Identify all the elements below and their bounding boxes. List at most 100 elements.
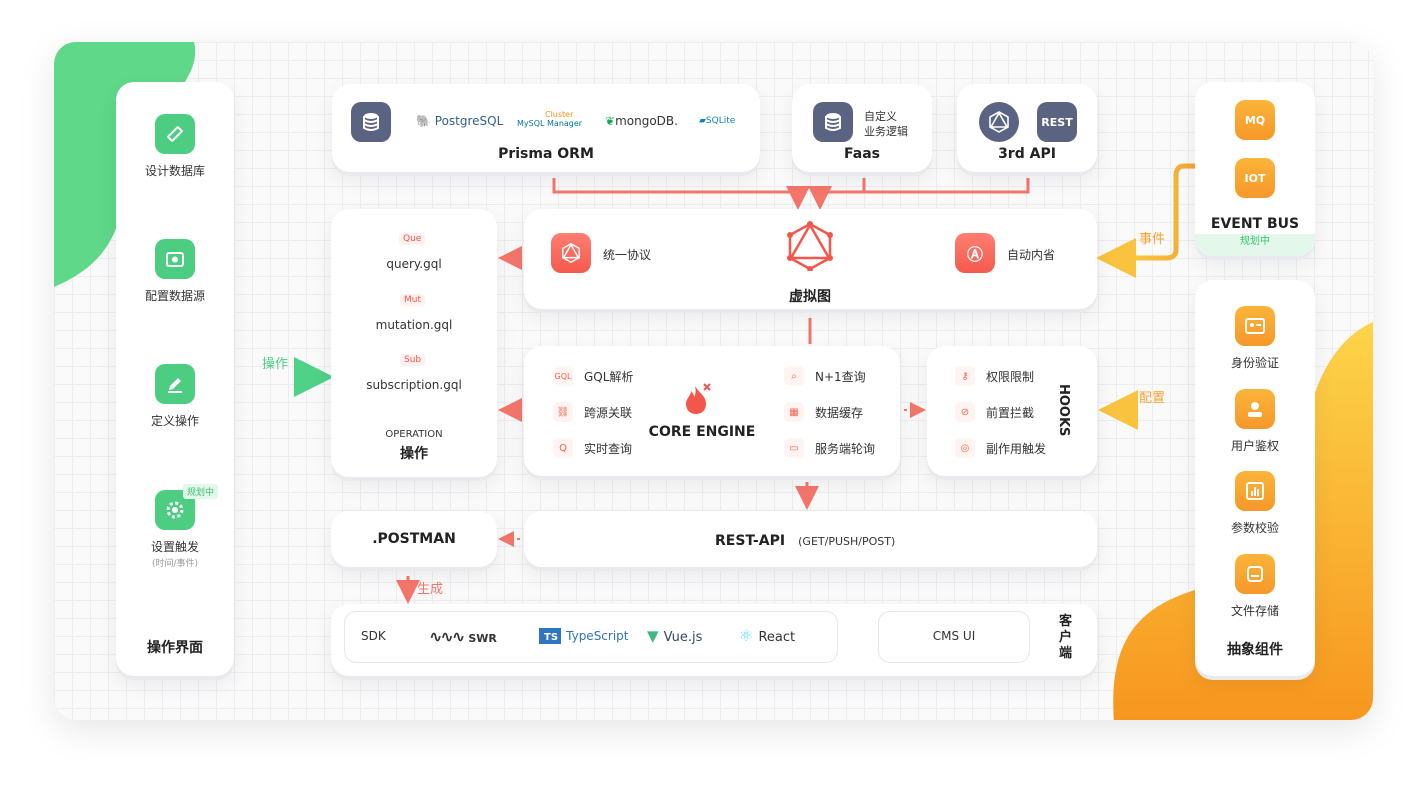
realtime-query-icon: Q [553,438,573,458]
planned-badge: 规划中 [183,484,219,499]
iot-label: IOT [1244,171,1266,185]
edit-icon[interactable] [155,364,195,404]
pre-intercept-label: 前置拦截 [986,406,1035,420]
mq-icon: MQ [1235,100,1275,140]
sqlite-logo: ▰SQLite [699,116,736,126]
third-party-api-card: REST 3rd API [957,84,1097,172]
ruler-pencil-icon[interactable] [155,114,195,154]
rest-api-methods: (GET/PUSH/POST) [798,535,896,548]
abstract-components-title: 抽象组件 [1227,642,1283,658]
prisma-orm-card: 🐘 PostgreSQL Cluster MySQL Manager ❦mong… [332,84,760,172]
graphql-logo-icon [787,221,833,271]
generate-arrow-label: 生成 [417,582,444,597]
user-icon[interactable] [1235,389,1275,429]
swr-logo[interactable]: ∿∿∿ SWR [429,627,497,646]
operation-ui-title: 操作界面 [147,640,203,656]
set-trigger-label: 设置触发 [150,540,199,554]
file-storage-label: 文件存储 [1230,604,1279,618]
param-validation-label: 参数校验 [1230,521,1279,535]
client-card: SDK ∿∿∿ SWR TS TypeScript ▼ Vue.js ⚛ Rea… [331,604,1097,676]
core-engine-card: GQL GQL解析 ⛓ 跨源关联 Q 实时查询 CORE ENGINE ⌕ N+… [524,346,900,476]
permission-limit-label: 权限限制 [986,370,1035,384]
realtime-query-label: 实时查询 [584,442,633,456]
mongodb-label: mongoDB. [615,114,678,128]
event-arrow-label: 事件 [1139,232,1166,247]
architecture-canvas: 操作 事件 配置 生成 设计数据库 配置数据源 定义操作 规划中 设置触发 (时… [54,42,1373,720]
graphql-icon [979,102,1019,142]
link-icon: ⛓ [553,402,573,422]
sdk-pill: SDK ∿∿∿ SWR TS TypeScript ▼ Vue.js ⚛ Rea… [344,611,838,663]
cache-icon: ▦ [784,402,804,422]
sqlite-label: SQLite [705,116,736,126]
database-config-icon[interactable] [155,239,195,279]
core-engine-title: CORE ENGINE [648,424,756,440]
postman-card: .POSTMAN [331,511,497,567]
key-icon: ⚷ [955,366,975,386]
auto-introspect-label: 自动内省 [1007,248,1056,262]
define-operation-label: 定义操作 [150,414,199,428]
iot-icon: IOT [1235,158,1275,198]
mongodb-logo: ❦mongoDB. [605,114,678,128]
sdk-label: SDK [361,629,386,643]
faas-title: Faas [844,146,880,162]
user-auth-label: 用户鉴权 [1230,439,1279,453]
connectors [236,163,1196,604]
n-plus-one-label: N+1查询 [815,370,866,384]
faas-desc-line1: 自定义 [864,110,897,123]
vue-label: Vue.js [663,630,703,645]
gql-parse-label: GQL解析 [584,370,634,384]
mysql-label: MySQL [517,119,545,128]
unified-protocol-label: 统一协议 [603,248,652,262]
block-icon: ⊘ [955,402,975,422]
subscription-tag: Sub [400,354,426,366]
virtual-graph-card: 统一协议 虚拟图 Ⓐ 自动内省 [524,209,1097,309]
postgresql-logo: 🐘 PostgreSQL [416,114,504,128]
operation-title-cn: 操作 [400,446,428,462]
mysql-logo: Cluster MySQL Manager [517,110,583,128]
gql-parse-icon: GQL [553,366,573,386]
query-tag: Que [399,233,426,245]
cluster-manager-label: Cluster [545,110,574,119]
virtual-graph-title: 虚拟图 [789,289,831,305]
chart-icon[interactable] [1235,471,1275,511]
event-bus-card: MQ IOT EVENT BUS 规划中 [1195,82,1315,256]
faas-desc-line2: 业务逻辑 [864,125,908,138]
server-polling-icon: ▭ [784,438,804,458]
cms-ui-label: CMS UI [932,629,976,643]
rest-api-card: REST-API (GET/PUSH/POST) [524,511,1097,567]
abstract-components-panel: 身份验证 用户鉴权 参数校验 文件存储 抽象组件 [1195,280,1315,676]
mutation-gql-label[interactable]: mutation.gql [375,318,453,332]
query-gql-label[interactable]: query.gql [386,257,442,271]
mq-label: MQ [1244,113,1266,127]
typescript-logo[interactable]: TS TypeScript [539,625,629,644]
faas-card: 自定义 业务逻辑 Faas [792,84,932,172]
cms-pill[interactable]: CMS UI [878,611,1030,663]
side-effect-label: 副作用触发 [986,442,1047,456]
server-polling-label: 服务端轮询 [815,442,876,456]
auto-introspect-icon: Ⓐ [955,233,995,273]
n-plus-one-icon: ⌕ [784,366,804,386]
third-party-api-title: 3rd API [998,146,1056,162]
set-trigger-sub: (时间/事件) [151,559,199,569]
config-arrow-label: 配置 [1139,391,1166,406]
id-card-icon[interactable] [1235,306,1275,346]
react-label: React [758,630,796,645]
save-icon[interactable] [1235,554,1275,594]
vue-logo[interactable]: ▼ Vue.js [647,627,703,645]
rest-api-heading: REST-API (GET/PUSH/POST) [715,530,895,549]
rest-icon: REST [1037,102,1077,142]
mutation-tag: Mut [400,294,425,306]
rest-icon-label: REST [1041,115,1073,129]
operation-card: Que query.gql Mut mutation.gql Sub subsc… [331,209,497,477]
postgresql-label: PostgreSQL [434,114,504,128]
event-bus-status: 规划中 [1195,234,1315,256]
side-effect-icon: ◎ [955,438,975,458]
event-bus-title: EVENT BUS [1210,216,1300,232]
react-logo[interactable]: ⚛ React [739,626,796,645]
database-icon [351,102,391,142]
flame-icon [686,383,711,414]
postman-title[interactable]: .POSTMAN [372,531,456,547]
config-datasource-label: 配置数据源 [144,289,205,303]
subscription-gql-label[interactable]: subscription.gql [366,378,462,392]
operation-title-en: OPERATION [385,429,443,440]
